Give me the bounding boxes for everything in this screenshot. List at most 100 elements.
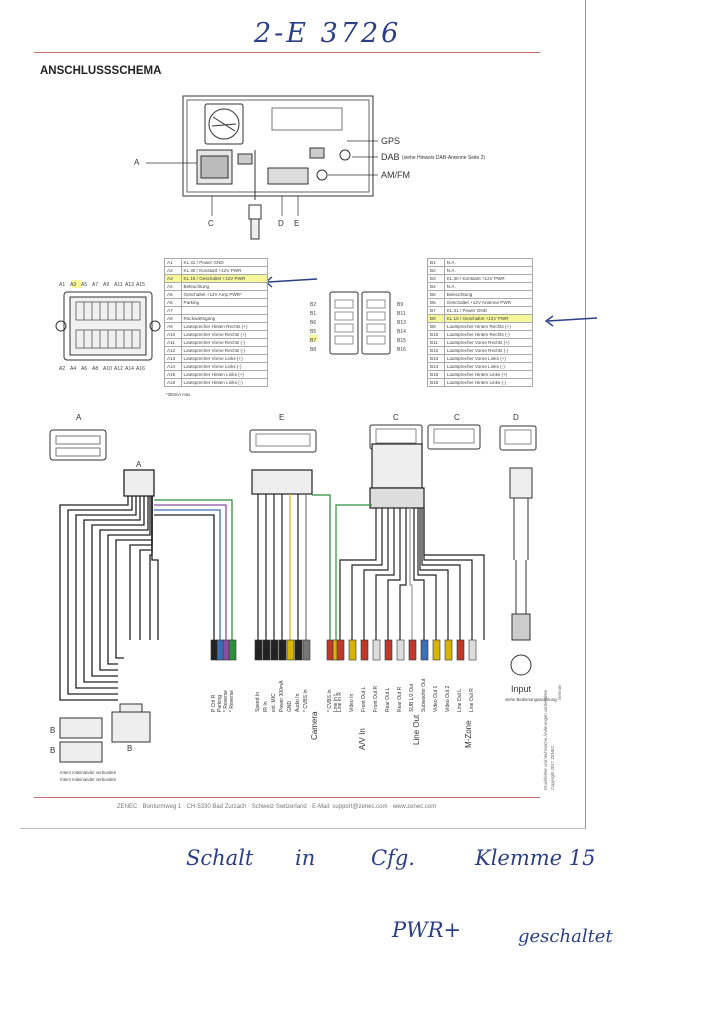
label-gps: GPS xyxy=(381,136,401,146)
pin-id: B2 xyxy=(427,266,445,275)
label-a: A xyxy=(134,158,140,167)
pin-label: B6 xyxy=(310,320,317,326)
label-e: E xyxy=(294,219,300,228)
footer-address: ZENEC · Bonturmweg 1 · CH-5330 Bad Zurza… xyxy=(117,804,437,810)
pin-description: Lautsprecher Vorne Rechts (+) xyxy=(443,338,534,347)
handwritten-arrow-left xyxy=(267,278,318,283)
pin-description: Lautsprecher Vorne Rechts (-) xyxy=(443,346,534,355)
rca-plug xyxy=(444,639,453,661)
pin-label: A14 xyxy=(125,366,134,372)
rca-plugs xyxy=(210,639,477,661)
harness-d xyxy=(509,467,533,676)
wire-label: Video In xyxy=(349,693,355,712)
group-input: Input xyxy=(511,684,532,694)
pin-id: A12 xyxy=(164,346,182,355)
rca-plug xyxy=(348,639,357,661)
pin-description: Lautsprecher Hinten Links (+) xyxy=(443,370,534,379)
wire-label: Rear Out R xyxy=(397,686,403,712)
wire-label: Video Out 2 xyxy=(445,685,451,712)
pin-label: B11 xyxy=(397,311,406,317)
rca-plug xyxy=(432,639,441,661)
pin-description: KL 15 / Geschaltet +12V PWR xyxy=(443,314,534,323)
rca-plug xyxy=(396,639,405,661)
pin-id: B4 xyxy=(427,282,445,291)
pin-description: N.A. xyxy=(443,282,534,291)
pin-label: A1 xyxy=(59,282,66,288)
rear-panel xyxy=(182,95,374,200)
handwritten-arrow-right xyxy=(547,317,598,322)
pin-row: A7 xyxy=(164,306,269,315)
handwritten-word-1: Schalt xyxy=(186,846,254,870)
input-note: siehe Bedienungsanleitung xyxy=(505,697,557,702)
label-dab: DAB xyxy=(381,152,400,162)
harness-label-d: D xyxy=(513,413,519,422)
group-av-in: A/V In xyxy=(358,728,367,750)
pin-label: A10 xyxy=(103,366,112,372)
pin-label: A6 xyxy=(81,366,88,372)
group-line-out: Line Out xyxy=(412,714,421,745)
pin-id: A16 xyxy=(164,378,182,387)
pin-id: A2 xyxy=(164,266,182,275)
pin-id: A14 xyxy=(164,362,182,371)
pin-description: Lautsprecher Vorne Links (+) xyxy=(443,354,534,363)
pin-description: Lautsprecher Vorne Links (+) xyxy=(180,354,269,363)
pin-label: A7 xyxy=(92,282,99,288)
rca-plug xyxy=(468,639,477,661)
harness-label-c2: C xyxy=(454,413,460,422)
label-dab-note: (siehe Hinweis DAB-Antenne Seite 2) xyxy=(402,155,486,161)
pin-label: A2 xyxy=(59,366,66,372)
pin-id: B5 xyxy=(427,290,445,299)
wire-label: Line In R xyxy=(337,691,343,712)
wire-label: Front Out L xyxy=(361,686,367,712)
rca-plug xyxy=(408,639,417,661)
pin-label: B8 xyxy=(310,347,317,353)
header-rule xyxy=(34,52,540,53)
pin-id: B11 xyxy=(427,338,445,347)
side-note-1: Druckfehler und technische Änderungen vo… xyxy=(543,689,548,790)
label-amfm: AM/FM xyxy=(381,170,410,180)
pin-description: Lautsprecher Vorne Rechts (-) xyxy=(180,346,269,355)
harness-label-a2: A xyxy=(136,460,142,469)
connector-b-plugs xyxy=(59,717,103,763)
harness-e xyxy=(251,469,313,640)
pin-id: B14 xyxy=(427,362,445,371)
rca-plug xyxy=(420,639,429,661)
pin-id: A7 xyxy=(164,306,182,315)
pin-description: Lautsprecher Hinten Links (+) xyxy=(180,370,269,379)
pin-id: A8 xyxy=(164,314,182,323)
rca-plug xyxy=(456,639,465,661)
wire-label: Video Out 1 xyxy=(433,685,439,712)
harness-c xyxy=(339,443,485,640)
wire-label: * Reverse xyxy=(229,690,235,712)
pin-label: B5 xyxy=(310,329,317,335)
pin-id: B6 xyxy=(427,298,445,307)
pin-description: Lautsprecher Hinten Links (-) xyxy=(443,378,534,387)
wire-label: IR In xyxy=(263,701,269,712)
b-note-2: Intern miteinander verbunden xyxy=(60,777,117,782)
pin-label: A8 xyxy=(92,366,99,372)
pin-description: Geschaltet +12V Amp PWR* xyxy=(180,290,269,299)
pin-label: B1 xyxy=(310,311,317,317)
pin-id: B7 xyxy=(427,306,445,315)
harness-label-a: A xyxy=(76,413,82,422)
pin-label: A13 xyxy=(125,282,134,288)
